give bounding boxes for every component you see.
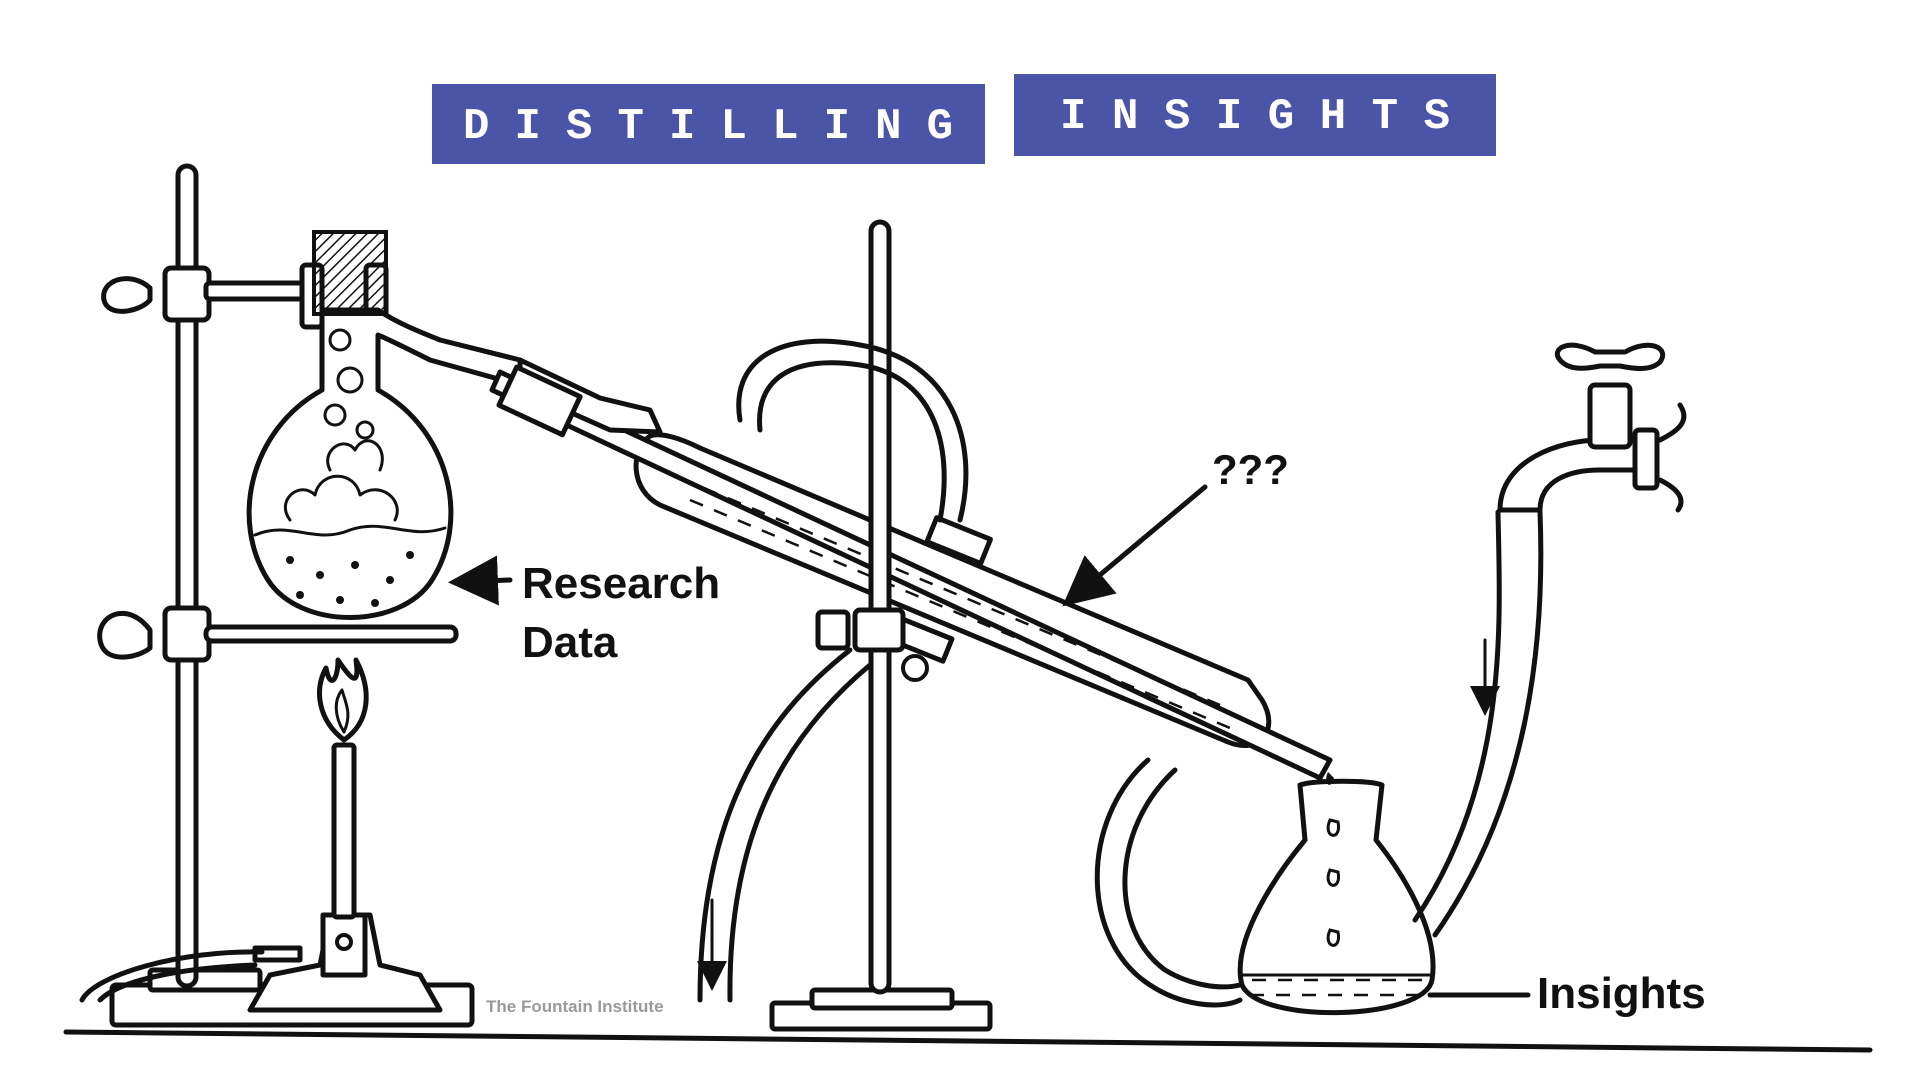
label-data: Data <box>522 618 618 667</box>
lower-clamp-knob-icon <box>97 610 153 660</box>
label-process-question: ??? <box>1212 446 1289 493</box>
process-arrow <box>1062 484 1208 607</box>
title-banner-distilling: DISTILLING <box>432 84 985 164</box>
middle-ring-stand <box>769 219 993 1032</box>
title-banner-insights: INSIGHTS <box>1014 74 1496 156</box>
condenser-hoses <box>697 338 1243 1008</box>
label-research: Research <box>522 559 720 608</box>
receiving-flask <box>1237 772 1436 1015</box>
condenser <box>489 357 1333 781</box>
faucet-handle-icon <box>1555 342 1665 371</box>
bunsen-burner <box>79 657 443 1013</box>
upper-clamp-knob-icon <box>101 276 153 314</box>
ground-line <box>63 1029 1873 1053</box>
credit-text: The Fountain Institute <box>486 997 664 1016</box>
research-data-arrow <box>448 555 513 606</box>
boiling-flask <box>246 230 523 620</box>
water-faucet <box>1412 342 1687 938</box>
label-insights: Insights <box>1537 969 1706 1018</box>
flame-icon <box>317 657 369 743</box>
